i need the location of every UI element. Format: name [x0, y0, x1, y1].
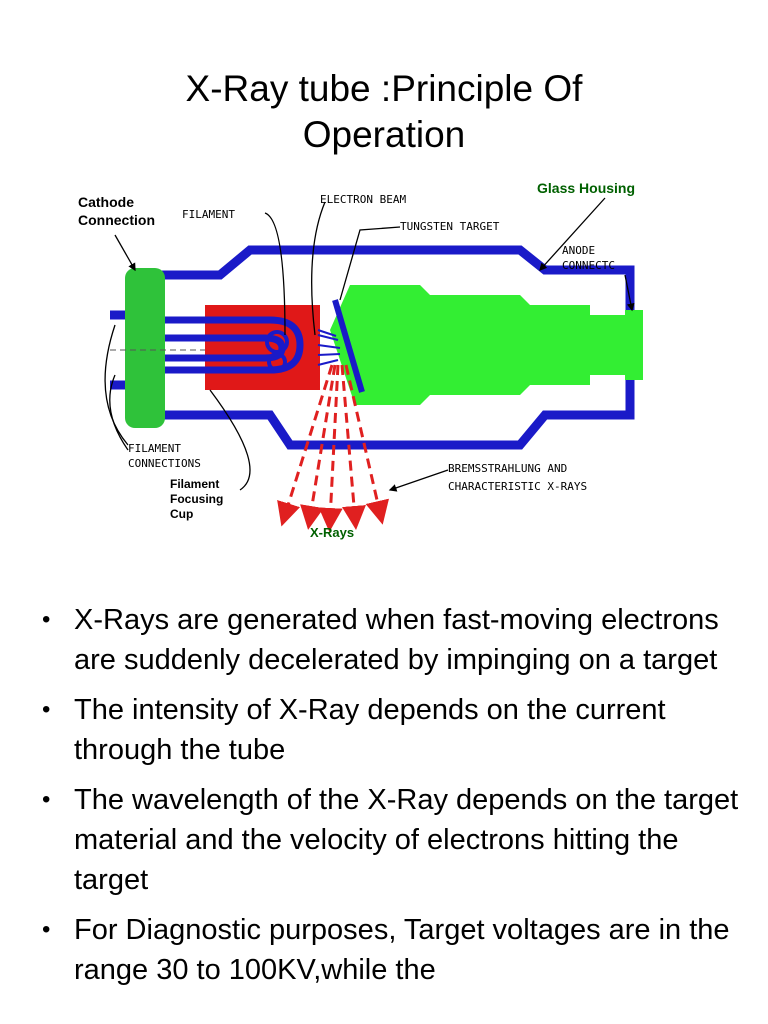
xray-tube-diagram: Cathode Connection FILAMENT ELECTRON BEA… [78, 180, 643, 540]
bullet-dot-icon: • [42, 916, 51, 943]
label-filament: FILAMENT [182, 208, 235, 221]
leader-cup [209, 389, 251, 491]
leader-filament-conn-2 [109, 374, 129, 451]
label-xrays: X-Rays [310, 525, 354, 540]
label-electron-beam: ELECTRON BEAM [320, 193, 406, 206]
leader-tungsten [339, 226, 401, 301]
bullet-text: X-Rays are generated when fast-moving el… [74, 604, 719, 676]
bullet-item: • The wavelength of the X-Ray depends on… [42, 780, 742, 900]
bullet-text: The wavelength of the X-Ray depends on t… [74, 784, 739, 896]
label-anode-connector-2: CONNECTC [562, 259, 615, 272]
slide-title-line-1: X-Ray tube :Principle Of [185, 68, 583, 109]
leader-brems [388, 469, 449, 492]
label-bremsstrahlung-2: CHARACTERISTIC X-RAYS [448, 480, 587, 493]
slide-title: X-Ray tube :Principle Of Operation [0, 66, 768, 158]
bullet-text: The intensity of X-Ray depends on the cu… [74, 694, 666, 766]
leader-electron-beam [311, 201, 326, 336]
bullet-item: • The intensity of X-Ray depends on the … [42, 690, 742, 770]
label-anode-connector-1: ANODE [562, 244, 595, 257]
label-filament-connections-1: FILAMENT [128, 442, 181, 455]
label-focusing-cup-2: Focusing [170, 492, 223, 506]
slide-title-line-2: Operation [302, 114, 466, 155]
filament-coil-2 [267, 352, 287, 372]
label-cathode-connection-1: Cathode [78, 194, 134, 210]
bullet-dot-icon: • [42, 696, 51, 723]
electron-beam [317, 329, 341, 366]
leader-glass [539, 197, 606, 271]
label-focusing-cup-1: Filament [170, 477, 219, 491]
bullet-dot-icon: • [42, 786, 51, 813]
label-bremsstrahlung-1: BREMSSTRAHLUNG AND [448, 462, 567, 475]
label-cathode-connection-2: Connection [78, 212, 155, 228]
anode-block [330, 285, 625, 405]
leader-filament-conn [104, 324, 129, 446]
cathode-block [125, 268, 165, 428]
xray-arrows [277, 364, 390, 532]
anode-connector-block [625, 310, 643, 380]
bullet-text: For Diagnostic purposes, Target voltages… [74, 914, 730, 986]
tungsten-target [332, 299, 365, 393]
leader-filament [264, 212, 286, 336]
label-focusing-cup-3: Cup [170, 507, 193, 521]
label-glass-housing: Glass Housing [537, 180, 635, 196]
bullet-item: • X-Rays are generated when fast-moving e… [42, 600, 742, 680]
bullet-dot-icon: • [42, 606, 51, 633]
label-filament-connections-2: CONNECTIONS [128, 457, 201, 470]
leader-anode [624, 274, 635, 312]
leader-cathode [114, 234, 136, 272]
label-tungsten-target: TUNGSTEN TARGET [400, 220, 500, 233]
bullet-list: • X-Rays are generated when fast-moving e… [42, 600, 742, 1000]
bullet-item: • For Diagnostic purposes, Target voltag… [42, 910, 742, 990]
